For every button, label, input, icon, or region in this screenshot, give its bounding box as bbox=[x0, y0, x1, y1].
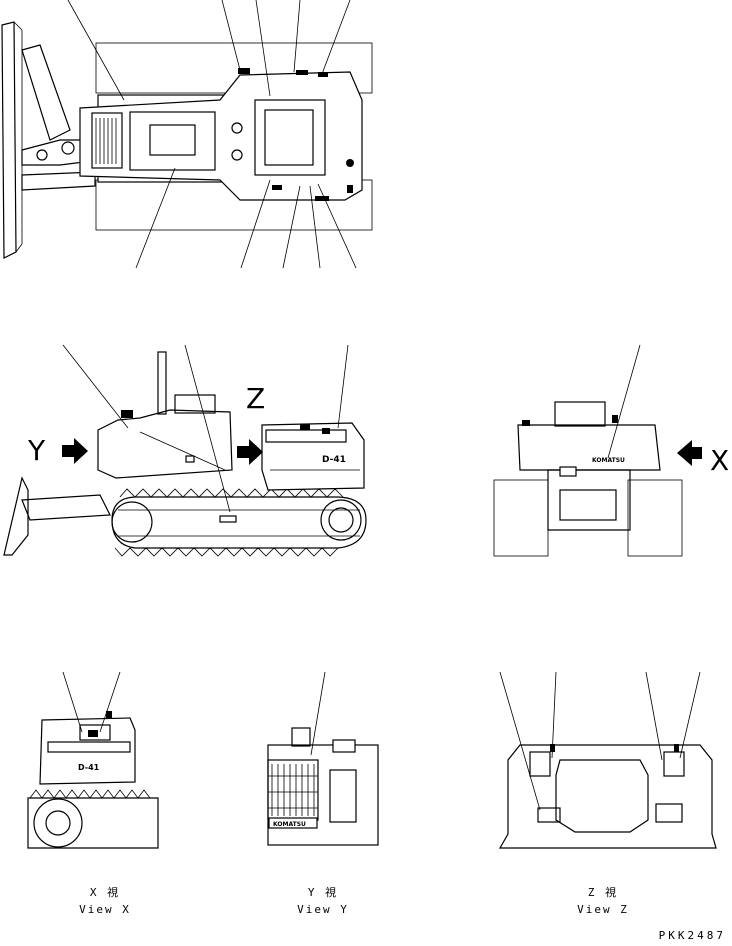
caption-view-y-kanji: Y 視 bbox=[307, 886, 339, 899]
caption-view-z-english: View Z bbox=[577, 903, 629, 916]
view-x-model-mark: D-41 bbox=[78, 763, 100, 772]
caption-view-y: Y 視 View Y bbox=[268, 884, 378, 918]
caption-view-x: X 視 View X bbox=[50, 884, 160, 918]
view-z-arrow bbox=[237, 439, 263, 465]
view-y-arrow bbox=[62, 438, 88, 464]
view-x-arrow bbox=[677, 440, 702, 466]
caption-view-z-kanji: Z 視 bbox=[587, 886, 619, 899]
drawing-code: PKK2487 bbox=[658, 929, 726, 942]
z-view-marker: Z bbox=[246, 382, 266, 415]
side-view: D-41 bbox=[3, 344, 367, 557]
rear-view: KOMATSU bbox=[493, 344, 702, 557]
side-model-mark: D-41 bbox=[322, 455, 346, 465]
y-view-marker: Y bbox=[28, 434, 46, 467]
top-leaders bbox=[67, 0, 357, 269]
view-z-detail bbox=[498, 671, 717, 849]
caption-view-z: Z 視 View Z bbox=[548, 884, 658, 918]
radiator-grille bbox=[95, 118, 117, 164]
x-view-marker: X bbox=[710, 444, 730, 477]
track-cleats bbox=[114, 488, 344, 557]
view-y-brand-mark: KOMATSU bbox=[273, 821, 306, 828]
caption-view-y-english: View Y bbox=[297, 903, 349, 916]
view-y-detail: KOMATSU bbox=[267, 671, 379, 846]
top-view bbox=[1, 0, 373, 269]
caption-view-x-kanji: X 視 bbox=[89, 886, 121, 899]
view-x-detail: D-41 bbox=[27, 671, 159, 849]
view-y-grille bbox=[268, 764, 318, 816]
side-leaders bbox=[62, 344, 349, 513]
rear-leader bbox=[607, 344, 641, 459]
caption-view-x-english: View X bbox=[79, 903, 131, 916]
rear-brand-mark: KOMATSU bbox=[592, 457, 625, 464]
